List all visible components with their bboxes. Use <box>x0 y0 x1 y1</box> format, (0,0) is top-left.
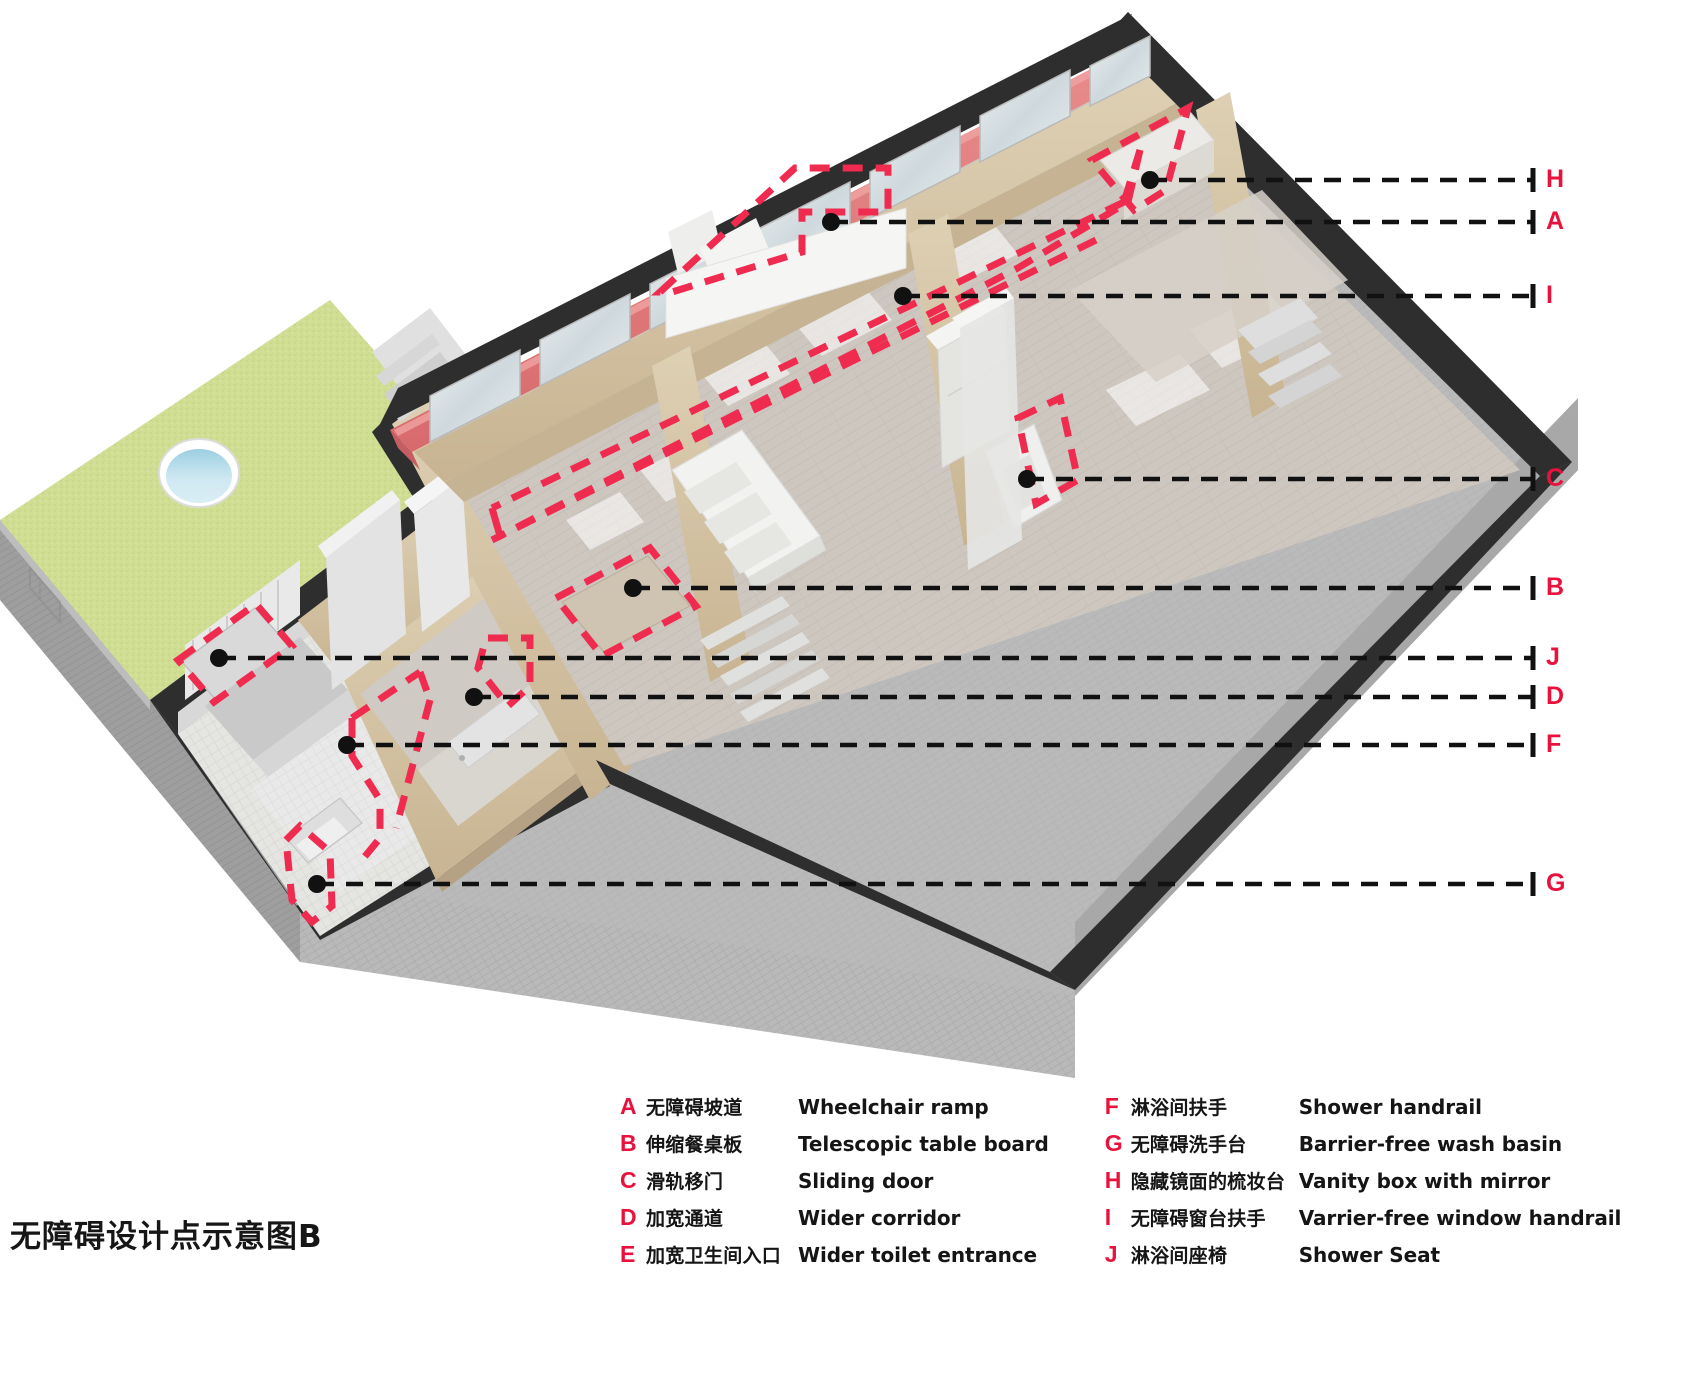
leader-label-a: A <box>1546 207 1565 235</box>
legend-row-h: H 隐藏镜面的梳妆台 Vanity box with mirror <box>1105 1167 1621 1196</box>
green-roof <box>0 300 470 710</box>
legend-row-f: F 淋浴间扶手 Shower handrail <box>1105 1093 1621 1122</box>
leader-anchor-dot <box>1141 171 1159 189</box>
legend-label-cn: 滑轨移门 <box>646 1171 724 1193</box>
toilet-door <box>447 687 541 769</box>
legend-label-en: Shower handrail <box>1298 1095 1482 1119</box>
legend-row-j: J 淋浴间座椅 Shower Seat <box>1105 1241 1621 1270</box>
interior-furniture <box>561 111 1348 722</box>
leader-label-g: G <box>1546 869 1566 897</box>
legend-label-en: Vanity box with mirror <box>1298 1169 1551 1193</box>
legend-row-i: I 无障碍窗台扶手 Varrier-free window handrail <box>1104 1204 1622 1233</box>
legend-key: F <box>1104 1093 1119 1119</box>
legend-label-en: Telescopic table board <box>798 1132 1049 1156</box>
legend-row-a: A 无障碍坡道 Wheelchair ramp <box>620 1093 1049 1122</box>
site-plinth <box>0 520 1075 1078</box>
legend-label-cn: 伸缩餐桌板 <box>646 1134 743 1156</box>
legend-label-en: Wheelchair ramp <box>798 1095 989 1119</box>
leader-label-c: C <box>1546 464 1565 492</box>
page-title: 无障碍设计点示意图B <box>10 1219 323 1255</box>
legend-label-en: Sliding door <box>798 1169 934 1193</box>
legend-key: D <box>620 1204 637 1230</box>
leader-label-h: H <box>1546 165 1565 193</box>
legend-key: I <box>1104 1204 1112 1230</box>
interior-steps <box>700 596 830 722</box>
legend-label-en: Barrier-free wash basin <box>1298 1132 1563 1156</box>
legend-key: E <box>620 1241 636 1267</box>
leader-anchor-dot <box>822 213 840 231</box>
legend-key: B <box>620 1130 637 1156</box>
legend-label-cn: 淋浴间座椅 <box>1130 1245 1228 1267</box>
legend-label-cn: 加宽卫生间入口 <box>646 1245 782 1267</box>
legend-row-e: E 加宽卫生间入口 Wider toilet entrance <box>620 1241 1049 1270</box>
legend-label-cn: 隐藏镜面的梳妆台 <box>1130 1171 1286 1193</box>
leader-anchor-dot <box>465 688 483 706</box>
leader-anchor-dot <box>894 287 912 305</box>
leader-anchor-dot <box>338 736 356 754</box>
leader-anchor-dot <box>1018 470 1036 488</box>
legend-key: J <box>1104 1241 1118 1267</box>
wash-basin <box>285 797 363 864</box>
legend-row-c: C 滑轨移门 Sliding door <box>620 1167 1049 1196</box>
legend-label-cn: 无障碍坡道 <box>646 1097 743 1119</box>
legend-row-g: G 无障碍洗手台 Barrier-free wash basin <box>1105 1130 1621 1159</box>
leader-label-f: F <box>1546 730 1562 758</box>
legend-label-cn: 无障碍窗台扶手 <box>1130 1208 1266 1230</box>
legend-key: H <box>1104 1167 1122 1193</box>
legend-label-en: Wider toilet entrance <box>798 1243 1038 1267</box>
legend-key: G <box>1104 1130 1123 1156</box>
legend-label-en: Wider corridor <box>798 1206 961 1230</box>
leader-lines <box>210 168 1536 896</box>
legend-label-en: Shower Seat <box>1298 1243 1440 1267</box>
leader-label-d: D <box>1546 682 1565 710</box>
legend-key: A <box>620 1093 637 1119</box>
leader-label-j: J <box>1546 643 1561 671</box>
legend-key: C <box>620 1167 637 1193</box>
legend-label-cn: 加宽通道 <box>646 1208 724 1230</box>
legend-label-cn: 无障碍洗手台 <box>1130 1134 1247 1156</box>
kitchen-counter <box>671 429 826 592</box>
leader-label-b: B <box>1546 573 1565 601</box>
leader-label-i: I <box>1546 281 1554 309</box>
leader-anchor-dot <box>624 579 642 597</box>
circular-skylight <box>158 438 240 508</box>
leader-anchor-dot <box>210 649 228 667</box>
legend-label-cn: 淋浴间扶手 <box>1130 1097 1228 1119</box>
legend-label-en: Varrier-free window handrail <box>1298 1206 1622 1230</box>
facade-window-detail <box>29 565 61 625</box>
legend-row-b: B 伸缩餐桌板 Telescopic table board <box>620 1130 1049 1159</box>
legend-row-d: D 加宽通道 Wider corridor <box>620 1204 1049 1233</box>
shelving-unit <box>1238 298 1342 408</box>
leader-anchor-dot <box>308 875 326 893</box>
